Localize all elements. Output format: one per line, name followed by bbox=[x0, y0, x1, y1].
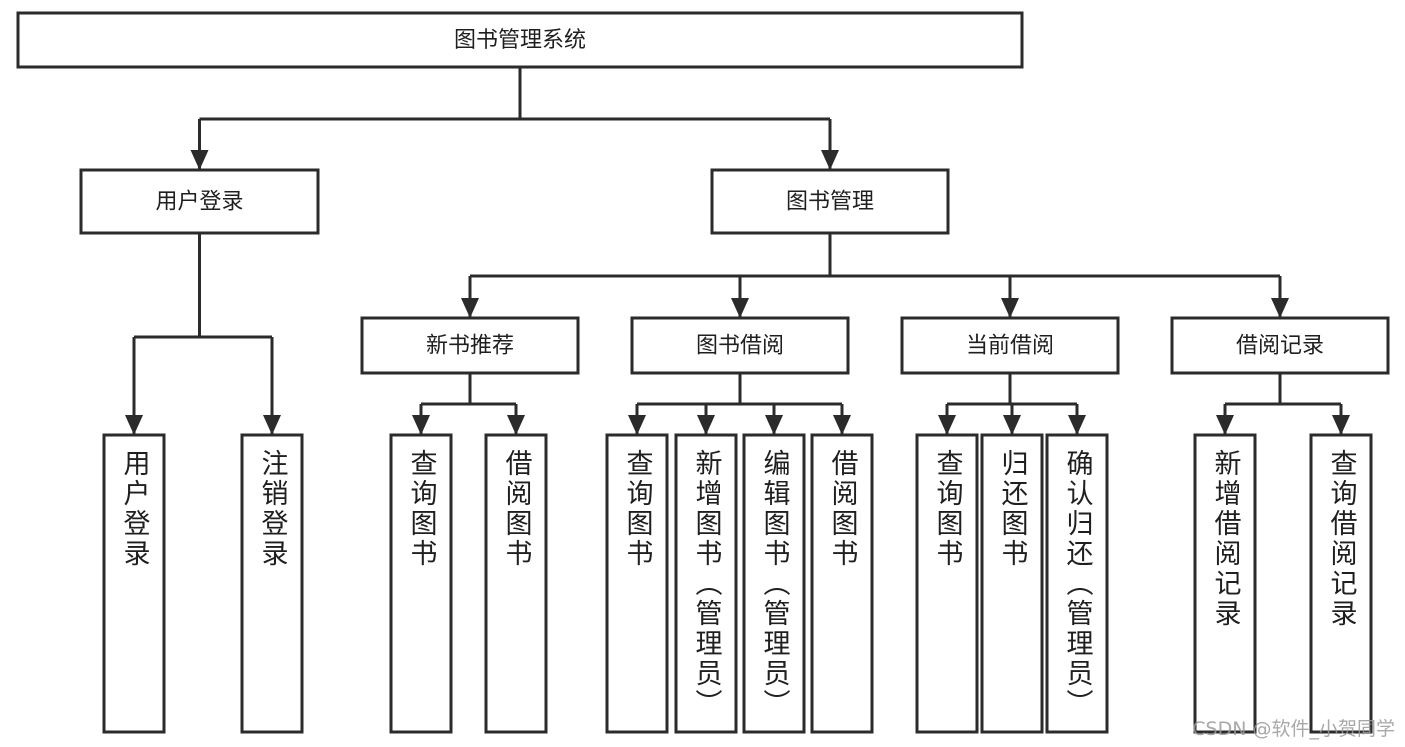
node-box-leaf-edit-book[interactable] bbox=[742, 433, 806, 734]
arrow-head-icon bbox=[1003, 415, 1021, 435]
node-label-root: 图书管理系统 bbox=[454, 28, 586, 53]
node-label-book-borrow: 图书借阅 bbox=[696, 334, 784, 359]
node-label-book-management: 图书管理 bbox=[786, 190, 874, 215]
arrow-head-icon bbox=[731, 298, 749, 318]
node-box-leaf-query-book-borrow[interactable] bbox=[605, 433, 669, 734]
node-box-leaf-query-borrow-record[interactable] bbox=[1309, 433, 1373, 734]
node-label-user-login: 用户登录 bbox=[155, 190, 243, 215]
node-box-leaf-return-book[interactable] bbox=[980, 433, 1044, 734]
arrow-head-icon bbox=[1001, 298, 1019, 318]
node-label-current-borrow: 当前借阅 bbox=[966, 334, 1054, 359]
node-box-leaf-user-login[interactable] bbox=[102, 433, 166, 734]
connector-layer bbox=[125, 67, 1350, 435]
node-box-leaf-query-book-current[interactable] bbox=[915, 433, 979, 734]
arrow-head-icon bbox=[765, 415, 783, 435]
node-box-user-login[interactable] bbox=[79, 168, 320, 235]
node-box-borrow-record[interactable] bbox=[1170, 316, 1390, 375]
arrow-head-icon bbox=[1216, 415, 1234, 435]
arrow-head-icon bbox=[1271, 298, 1289, 318]
node-box-layer bbox=[16, 11, 1390, 734]
arrow-head-icon bbox=[1068, 415, 1086, 435]
node-box-book-borrow[interactable] bbox=[630, 316, 850, 375]
node-box-leaf-add-book[interactable] bbox=[674, 433, 738, 734]
node-box-leaf-confirm-return[interactable] bbox=[1045, 433, 1109, 734]
node-box-leaf-borrow-book-recommend[interactable] bbox=[484, 433, 548, 734]
arrow-head-icon bbox=[628, 415, 646, 435]
arrow-head-icon bbox=[938, 415, 956, 435]
arrow-head-icon bbox=[1332, 415, 1350, 435]
node-box-current-borrow[interactable] bbox=[900, 316, 1120, 375]
arrow-head-icon bbox=[507, 415, 525, 435]
node-box-book-management[interactable] bbox=[710, 168, 950, 235]
node-box-root[interactable] bbox=[16, 11, 1024, 69]
node-label-borrow-record: 借阅记录 bbox=[1236, 334, 1324, 359]
node-box-leaf-borrow-book[interactable] bbox=[810, 433, 874, 734]
node-box-leaf-user-logout[interactable] bbox=[240, 433, 304, 734]
arrow-head-icon bbox=[833, 415, 851, 435]
arrow-head-icon bbox=[190, 150, 209, 170]
arrow-head-icon bbox=[263, 415, 281, 435]
arrow-head-icon bbox=[412, 415, 430, 435]
node-box-new-book-recommend[interactable] bbox=[360, 316, 580, 375]
node-box-leaf-query-book-recommend[interactable] bbox=[389, 433, 453, 734]
arrow-head-icon bbox=[461, 298, 479, 318]
arrow-head-icon bbox=[821, 150, 839, 170]
node-label-new-book-recommend: 新书推荐 bbox=[426, 334, 514, 359]
node-box-leaf-add-borrow-record[interactable] bbox=[1193, 433, 1257, 734]
arrow-head-icon bbox=[697, 415, 715, 435]
arrow-head-icon bbox=[125, 415, 143, 435]
